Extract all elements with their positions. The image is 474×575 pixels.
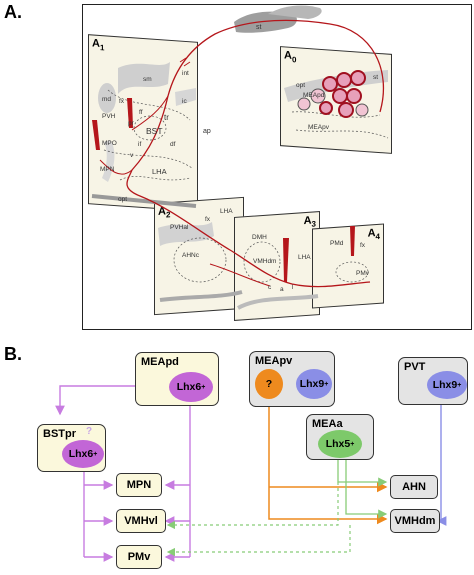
meapd-title: MEApd bbox=[141, 356, 179, 368]
a2-lha-label: LHA bbox=[220, 208, 233, 215]
a1-bst-label: BST bbox=[146, 126, 163, 136]
a1-df-label: df bbox=[170, 141, 176, 148]
a1-int-label: int bbox=[182, 70, 189, 77]
meapv-marker-sup: + bbox=[324, 380, 329, 388]
pvt-marker-text: Lhx9 bbox=[432, 379, 458, 391]
bstpr-lhx6-marker: Lhx6+ bbox=[62, 440, 104, 468]
a0-meapd-label: MEApd bbox=[303, 92, 325, 99]
a2-ahnc-label: AHNc bbox=[182, 252, 199, 259]
pvt-lhx9-marker: Lhx9+ bbox=[427, 371, 467, 399]
section-a3-title: A3 bbox=[303, 214, 316, 229]
section-a4: A4 bbox=[312, 223, 384, 309]
a1-v-label: v bbox=[130, 152, 134, 159]
meapv-title: MEApv bbox=[255, 355, 293, 367]
a2-fx-label: fx bbox=[205, 216, 211, 223]
meapd-lhx6-marker: Lhx6+ bbox=[169, 372, 213, 402]
a4-pmd-label: PMd bbox=[330, 240, 344, 247]
target-mpn: MPN bbox=[116, 473, 162, 497]
a3-l-label: l bbox=[292, 284, 294, 291]
a3-vmhdm-label: VMHdm bbox=[253, 258, 277, 265]
target-pmv: PMv bbox=[116, 545, 162, 569]
meapv-marker-text: Lhx9 bbox=[299, 378, 325, 390]
a1-tr-label: tr bbox=[164, 113, 169, 122]
section-a0-title: A0 bbox=[284, 49, 297, 65]
a1-sm-label: sm bbox=[143, 76, 152, 83]
a1-fx-label: fx bbox=[119, 98, 125, 105]
a2-pvhal-label: PVHal bbox=[170, 224, 189, 231]
a3-a-label: a bbox=[280, 286, 284, 293]
a1-ff-label: ff bbox=[139, 109, 143, 116]
ap-label: ap bbox=[203, 128, 211, 135]
a1-if-label: if bbox=[138, 141, 142, 148]
panel-b-label: B. bbox=[4, 344, 22, 364]
meaa-marker-sup: + bbox=[350, 440, 355, 448]
target-ahn: AHN bbox=[390, 475, 438, 499]
section-a3: A3 bbox=[234, 210, 320, 322]
a4-fx-label: fx bbox=[360, 242, 366, 249]
section-a4-title: A4 bbox=[367, 227, 380, 242]
a3-c-label: c bbox=[268, 284, 272, 291]
panel-a-label: A. bbox=[4, 2, 22, 22]
section-a1: A1 bbox=[88, 34, 198, 212]
bstpr-title: BSTpr bbox=[43, 428, 76, 440]
meapv-unknown-text: ? bbox=[265, 378, 273, 390]
meapd-marker-sup: + bbox=[201, 383, 206, 391]
a1-lha-label: LHA bbox=[152, 167, 167, 176]
meaa-title: MEAa bbox=[312, 418, 343, 430]
a0-st-label: st bbox=[373, 74, 379, 81]
meapd-marker-text: Lhx6 bbox=[176, 381, 202, 393]
bstpr-marker-sup: + bbox=[93, 450, 98, 458]
section-a1-title: A1 bbox=[92, 37, 105, 53]
bstpr-marker-text: Lhx6 bbox=[68, 448, 94, 460]
section-a0: A0 bbox=[280, 46, 392, 154]
a0-opt-label: opt bbox=[296, 82, 306, 89]
a1-ic-label: ic bbox=[182, 98, 187, 105]
section-a2-title: A2 bbox=[158, 205, 171, 220]
meaa-node: MEAa bbox=[306, 414, 374, 460]
a3-lha-label: LHA bbox=[298, 254, 311, 261]
a4-pmv-label: PMv bbox=[356, 270, 369, 277]
a1-pr-label: pr bbox=[128, 120, 134, 127]
a1-md-label: md bbox=[102, 96, 112, 103]
meaa-marker-text: Lhx5 bbox=[325, 438, 351, 450]
a0-meapv-label: MEApv bbox=[308, 124, 329, 131]
pvt-title: PVT bbox=[404, 361, 426, 373]
pvt-marker-sup: + bbox=[457, 381, 462, 389]
target-vmhdm: VMHdm bbox=[390, 509, 440, 533]
meaa-lhx5-marker: Lhx5+ bbox=[318, 430, 362, 458]
a1-pvh-label: PVH bbox=[102, 113, 116, 120]
meapv-unknown-marker: ? bbox=[255, 369, 283, 399]
a1-opt-label: opt bbox=[118, 196, 128, 203]
target-vmhvl: VMHvl bbox=[116, 509, 166, 533]
bstpr-question-mark: ? bbox=[86, 426, 93, 437]
meapv-lhx9-marker: Lhx9+ bbox=[296, 369, 332, 399]
a1-mpn-label: MPN bbox=[100, 166, 115, 173]
a1-mpo-label: MPO bbox=[102, 140, 117, 147]
st-label: st bbox=[256, 24, 262, 31]
a3-dmh-label: DMH bbox=[252, 234, 267, 241]
